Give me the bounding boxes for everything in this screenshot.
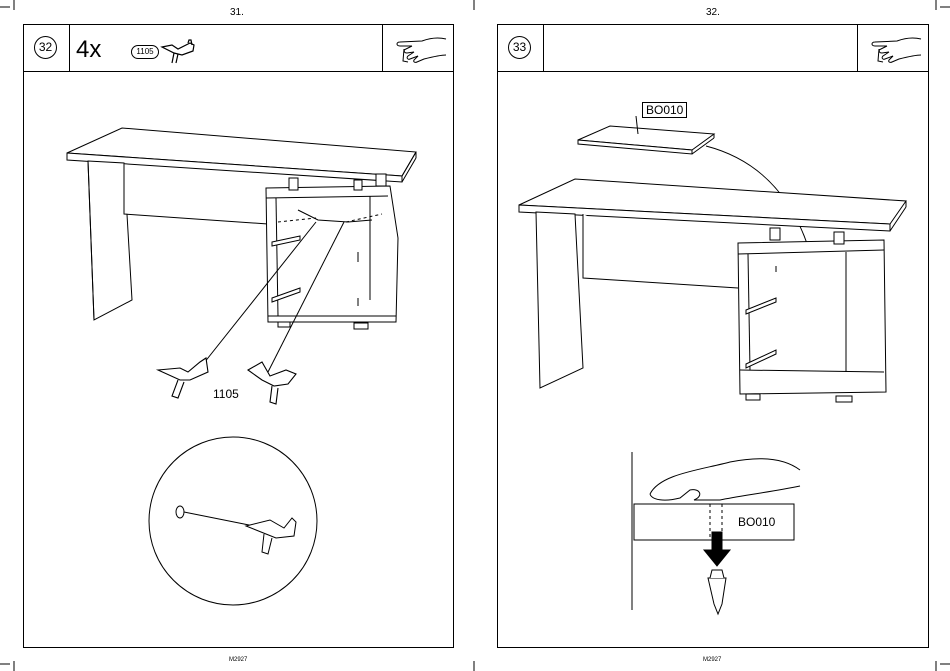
board-label-detail: BO010 — [738, 515, 775, 529]
board-label: BO010 — [642, 102, 687, 118]
footer-code-right: M2927 — [703, 657, 721, 663]
